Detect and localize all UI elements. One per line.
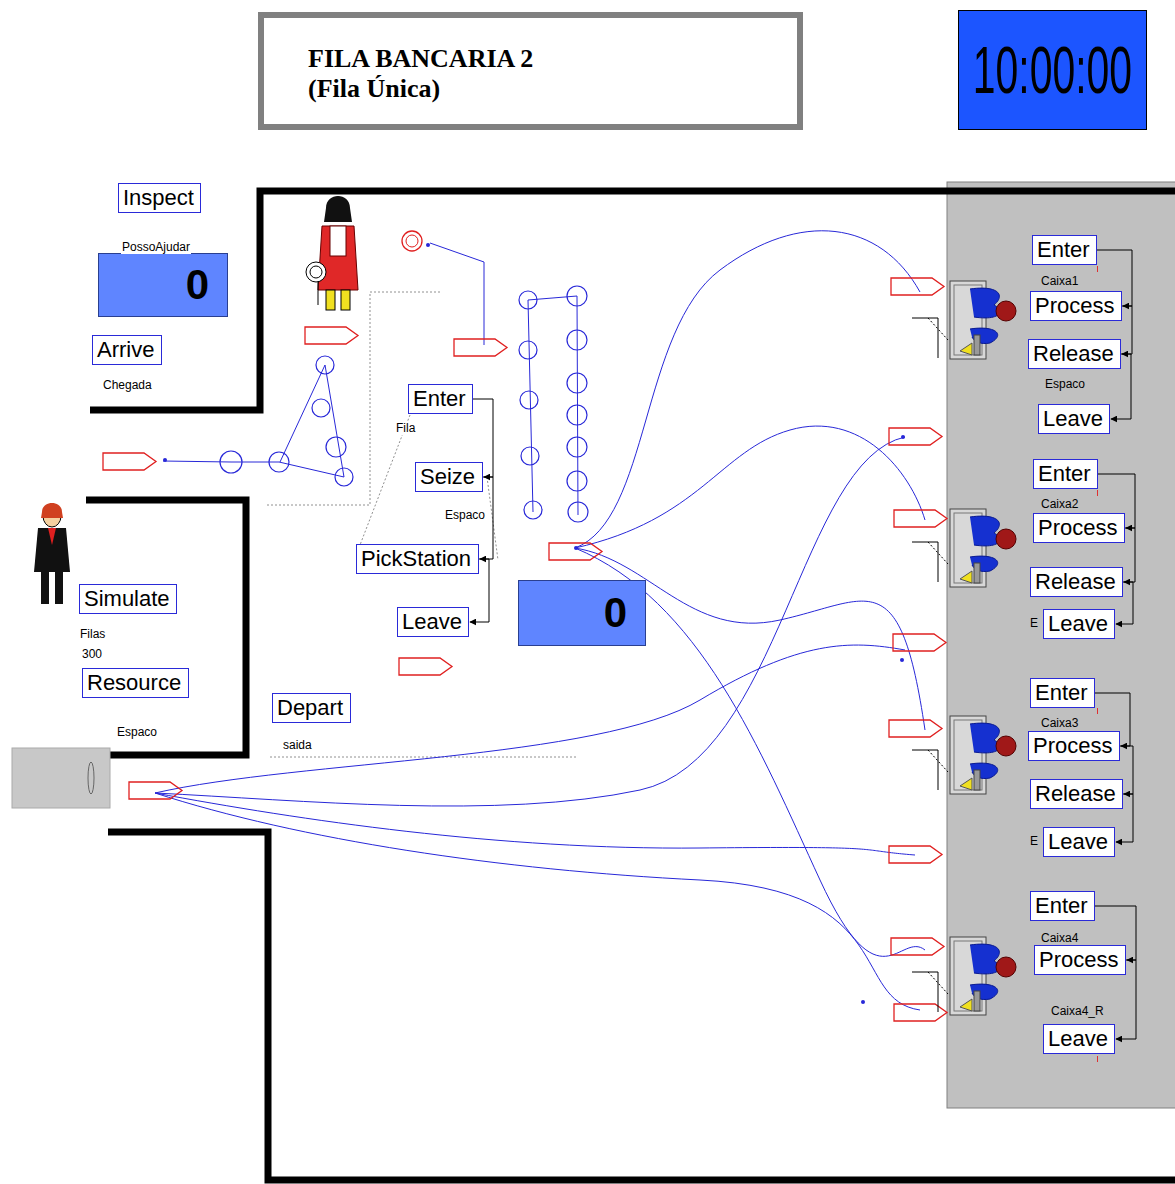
module-block: Enter [1030, 678, 1095, 708]
module-block: Enter [1032, 235, 1097, 265]
node-text: Process [1039, 947, 1118, 972]
module-block: Process [1028, 731, 1120, 761]
module-label: Chegada [102, 378, 153, 392]
module-label: Caixa2 [1040, 497, 1079, 511]
node-text: Leave [402, 609, 462, 634]
node-text: 10:00:00 [973, 35, 1132, 105]
node-text: Enter [413, 386, 466, 411]
module-block: Inspect [118, 183, 201, 213]
module-block: Release [1030, 567, 1123, 597]
module-label: Espaco [444, 508, 486, 522]
module-block: Release [1028, 339, 1121, 369]
node-text: Seize [420, 464, 475, 489]
title-box: FILA BANCARIA 2 (Fila Única) [258, 12, 803, 130]
module-label: Fila [395, 421, 416, 435]
module-label: Caixa4_R [1050, 1004, 1105, 1018]
node-text: Enter [1035, 893, 1088, 918]
module-label: PossoAjudar [121, 240, 191, 254]
module-block: Process [1034, 945, 1126, 975]
node-text: Process [1038, 515, 1117, 540]
module-block: Arrive [92, 335, 162, 365]
node-text: Process [1035, 293, 1114, 318]
node-text: Leave [1048, 1026, 1108, 1051]
node-text: Leave [1043, 406, 1103, 431]
module-block: Release [1030, 779, 1123, 809]
module-block: Resource [82, 668, 189, 698]
module-label: Espaco [116, 725, 158, 739]
module-block: Process [1030, 291, 1122, 321]
module-block: Leave [1043, 1024, 1115, 1054]
counter-display: 0 [98, 253, 228, 317]
node-text: Enter [1035, 680, 1088, 705]
module-label: Filas [79, 627, 106, 641]
node-text: Arrive [97, 337, 154, 362]
module-block: Enter [1030, 891, 1095, 921]
node-text: Depart [277, 695, 343, 720]
node-text: Release [1033, 341, 1114, 366]
node-text: Release [1035, 569, 1116, 594]
module-block: Leave [397, 607, 469, 637]
module-label: 300 [81, 647, 103, 661]
node-text: 0 [604, 589, 627, 637]
node-text: Release [1035, 781, 1116, 806]
node-text: Resource [87, 670, 181, 695]
node-text: PickStation [361, 546, 471, 571]
connector [1124, 528, 1135, 582]
counter-display: 0 [518, 580, 646, 646]
module-label: saida [282, 738, 313, 752]
node-text: Inspect [123, 185, 194, 210]
module-block: Seize [415, 462, 483, 492]
module-label: E [1029, 616, 1039, 630]
module-label: Espaco [1044, 377, 1086, 391]
clock-display: 10:00:00 [958, 10, 1147, 130]
module-block: Leave [1043, 609, 1115, 639]
node-text: Leave [1048, 611, 1108, 636]
module-block: Enter [408, 384, 473, 414]
node-text: 0 [186, 261, 209, 309]
module-label: Caixa4 [1040, 931, 1079, 945]
module-block: Depart [272, 693, 351, 723]
module-block: Simulate [79, 584, 177, 614]
module-block: Leave [1038, 404, 1110, 434]
connector [1122, 306, 1132, 354]
module-block: Leave [1043, 827, 1115, 857]
module-label: Caixa1 [1040, 274, 1079, 288]
node-text: Process [1033, 733, 1112, 758]
node-text: Enter [1037, 237, 1090, 262]
node-text: Leave [1048, 829, 1108, 854]
module-block: Process [1033, 513, 1125, 543]
node-text: Enter [1038, 461, 1091, 486]
node-text: Simulate [84, 586, 170, 611]
module-label: Caixa3 [1040, 716, 1079, 730]
module-block: Enter [1033, 459, 1098, 489]
title-text: FILA BANCARIA 2 (Fila Única) [308, 44, 563, 104]
module-label: E [1029, 834, 1039, 848]
module-block: PickStation [356, 544, 479, 574]
